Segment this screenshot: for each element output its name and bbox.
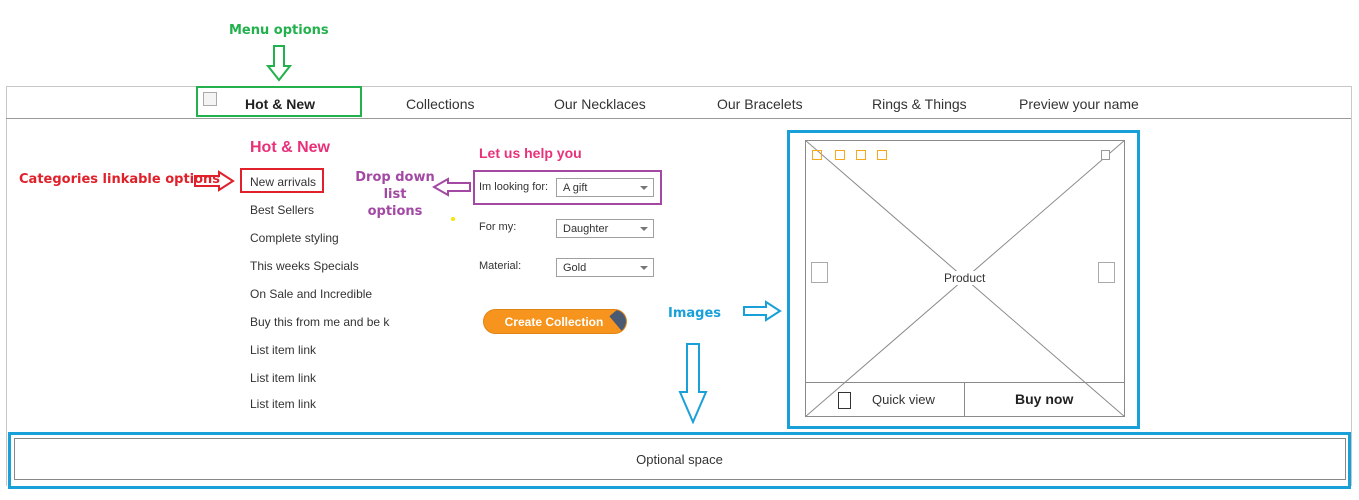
product-actions-divider	[964, 382, 965, 417]
annotation-dropdown: Drop down list options	[355, 169, 435, 220]
create-collection-button[interactable]: Create Collection	[483, 309, 627, 334]
menu-item-our-necklaces[interactable]: Our Necklaces	[554, 96, 646, 112]
category-link-on-sale[interactable]: On Sale and Incredible	[250, 287, 373, 301]
product-actions-bar	[805, 382, 1125, 417]
arrow-down-blue-icon	[678, 343, 708, 424]
menu-item-hot-new[interactable]: Hot & New	[196, 86, 362, 117]
highlight-box-dropdown	[473, 170, 662, 205]
buy-now-button[interactable]: Buy now	[1015, 391, 1074, 407]
star-icon	[835, 150, 845, 160]
looking-for-select[interactable]: A gift	[556, 178, 654, 197]
menu-item-preview-name[interactable]: Preview your name	[1019, 96, 1139, 112]
select-value: Gold	[563, 262, 587, 274]
carousel-prev-icon[interactable]	[811, 262, 828, 283]
for-my-select[interactable]: Daughter	[556, 219, 654, 238]
menu-bottom-border	[6, 118, 1351, 119]
for-my-label: For my:	[479, 221, 517, 233]
highlight-box-images	[787, 130, 1140, 429]
carousel-next-icon[interactable]	[1098, 262, 1115, 283]
arrow-right-red-icon	[194, 170, 235, 192]
categories-title: Hot & New	[250, 139, 330, 156]
optional-space-area	[14, 438, 1346, 480]
arrow-right-blue-icon	[743, 300, 782, 322]
category-link-list-item[interactable]: List item link	[250, 397, 317, 411]
star-icon	[812, 150, 822, 160]
highlight-box-categories	[240, 168, 324, 193]
favorite-icon[interactable]	[1101, 150, 1110, 160]
product-label: Product	[943, 271, 987, 285]
optional-space-label: Optional space	[636, 452, 723, 467]
select-value: Daughter	[563, 223, 609, 235]
chevron-down-icon	[640, 266, 648, 270]
annotation-categories: Categories linkable options	[19, 172, 221, 187]
category-link-buy-this[interactable]: Buy this from me and be k	[250, 315, 390, 329]
menu-item-label: Hot & New	[245, 96, 315, 112]
frame-left-border	[6, 86, 7, 486]
material-select[interactable]: Gold	[556, 258, 654, 277]
category-link-list-item[interactable]: List item link	[250, 343, 317, 357]
annotation-dropdown-line2: list options	[367, 187, 423, 219]
select-value: A gift	[563, 182, 588, 194]
star-icon	[856, 150, 866, 160]
category-link-list-item[interactable]: List item link	[250, 371, 317, 385]
frame-top-border	[6, 86, 1351, 87]
decorative-dot	[451, 217, 455, 221]
arrow-down-green-icon	[266, 45, 292, 82]
annotation-menu-options: Menu options	[229, 23, 329, 38]
category-link-complete-styling[interactable]: Complete styling	[250, 231, 339, 245]
chevron-down-icon	[640, 186, 648, 190]
material-label: Material:	[479, 260, 522, 272]
highlight-box-optional-space	[8, 432, 1351, 489]
menu-item-our-bracelets[interactable]: Our Bracelets	[717, 96, 803, 112]
menu-item-collections[interactable]: Collections	[406, 96, 475, 112]
menu-item-rings-things[interactable]: Rings & Things	[872, 96, 967, 112]
quick-view-icon[interactable]	[838, 392, 851, 409]
create-collection-label: Create Collection	[504, 315, 604, 329]
category-link-weekly-specials[interactable]: This weeks Specials	[250, 259, 359, 273]
arrow-left-purple-icon	[432, 177, 471, 197]
annotation-dropdown-line1: Drop down	[355, 170, 435, 185]
help-title: Let us help you	[479, 145, 582, 161]
star-icon	[877, 150, 887, 160]
frame-right-border	[1351, 86, 1352, 486]
chevron-down-icon	[640, 227, 648, 231]
annotation-images: Images	[668, 306, 722, 321]
looking-for-label: Im looking for:	[479, 181, 549, 193]
category-link-new-arrivals[interactable]: New arrivals	[250, 175, 317, 189]
broken-image-icon	[203, 92, 217, 106]
quick-view-button[interactable]: Quick view	[872, 392, 935, 407]
category-link-best-sellers[interactable]: Best Sellers	[250, 203, 315, 217]
